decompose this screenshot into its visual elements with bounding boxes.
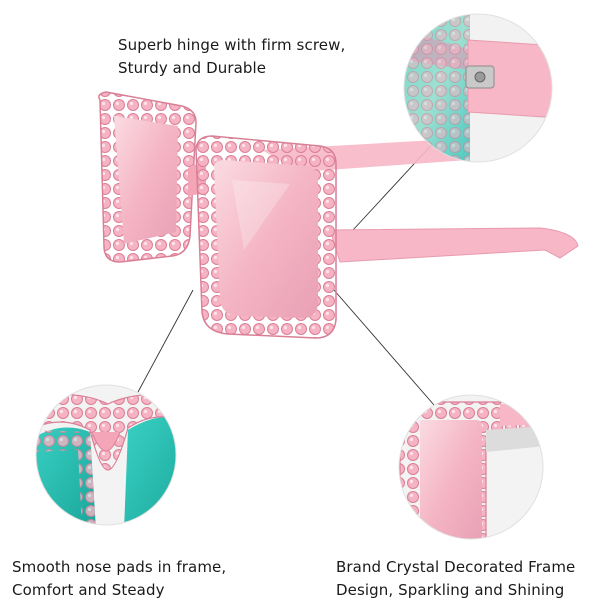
- caption-nose: Smooth nose pads in frame, Comfort and S…: [12, 556, 226, 602]
- sunglasses-main: [98, 91, 579, 339]
- far-lens: [114, 116, 178, 244]
- caption-hinge: Superb hinge with firm screw, Sturdy and…: [118, 34, 345, 80]
- detail-circle-nose: [35, 384, 177, 526]
- caption-nose-line2: Comfort and Steady: [12, 581, 165, 599]
- detail-circle-hinge: [403, 13, 553, 163]
- caption-hinge-line2: Sturdy and Durable: [118, 59, 267, 77]
- caption-nose-line1: Smooth nose pads in frame,: [12, 558, 227, 576]
- caption-crystal-line2: Design, Sparkling and Shining: [336, 581, 565, 599]
- caption-crystal: Brand Crystal Decorated Frame Design, Sp…: [336, 556, 575, 602]
- callout-line-nose: [137, 289, 194, 393]
- callout-line-crystal: [326, 281, 435, 406]
- front-arm: [329, 227, 579, 263]
- detail-circle-crystal: [398, 394, 544, 540]
- caption-hinge-line1: Superb hinge with firm screw,: [118, 36, 346, 54]
- caption-crystal-line1: Brand Crystal Decorated Frame: [336, 558, 576, 576]
- lens-glare: [232, 180, 290, 250]
- near-lens: [214, 160, 318, 318]
